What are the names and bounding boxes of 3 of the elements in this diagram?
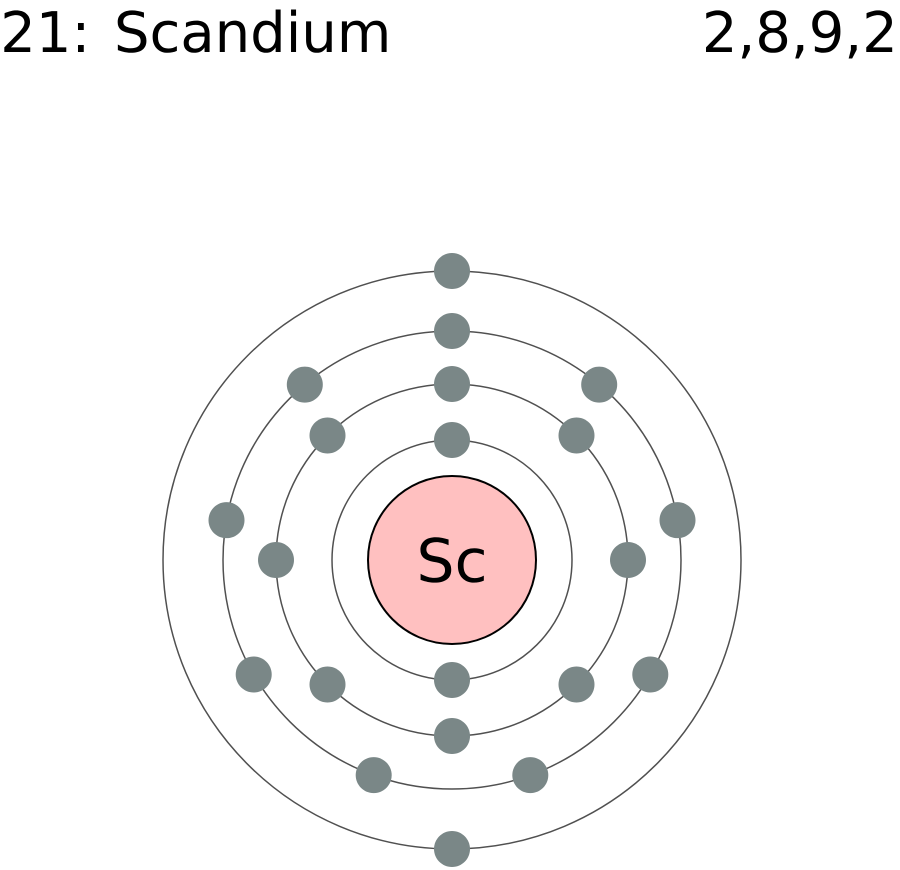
electron-configuration: 2,8,9,2 (706, 10, 892, 58)
nucleus: Sc (367, 475, 537, 645)
title: 21: Scandium (4, 9, 387, 53)
